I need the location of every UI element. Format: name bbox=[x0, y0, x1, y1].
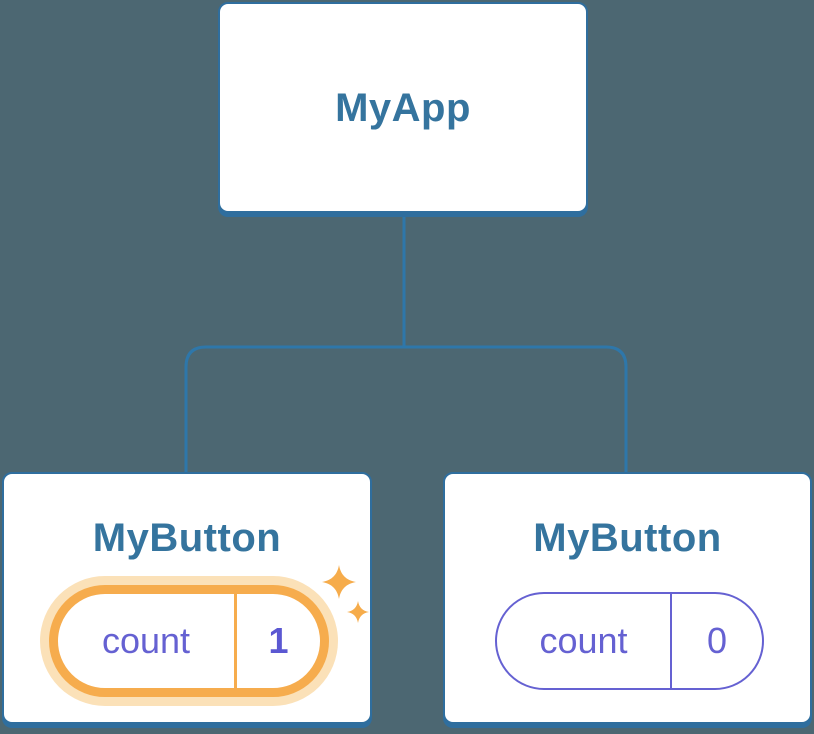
sparkle-large-icon bbox=[322, 565, 356, 599]
node-mybutton-idle: MyButton count 0 bbox=[443, 472, 812, 724]
pill-divider bbox=[670, 594, 672, 688]
pill-divider bbox=[234, 594, 237, 688]
state-key-label: count bbox=[539, 620, 628, 661]
node-mybutton-active: MyButton count 1 bbox=[2, 472, 372, 724]
sparkles-icon bbox=[322, 565, 369, 623]
branch-bracket-line bbox=[184, 345, 628, 473]
node-myapp-label: MyApp bbox=[335, 85, 471, 130]
sparkle-small-icon bbox=[347, 601, 369, 623]
node-myapp: MyApp bbox=[218, 2, 588, 213]
state-value: 0 bbox=[706, 620, 728, 661]
node-mybutton-active-label: MyButton bbox=[92, 516, 282, 560]
node-mybutton-idle-label: MyButton bbox=[533, 516, 722, 560]
state-value: 1 bbox=[268, 620, 289, 661]
state-pill-active: count 1 bbox=[49, 585, 329, 697]
state-key-label: count bbox=[101, 620, 191, 661]
state-pill-idle: count 0 bbox=[495, 592, 764, 690]
